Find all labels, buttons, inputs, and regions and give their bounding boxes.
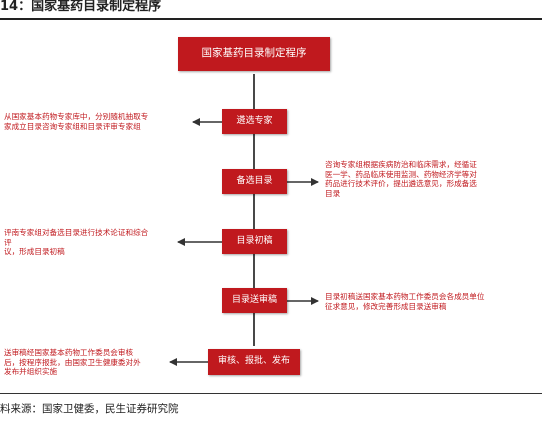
step-label-1: 遴选专家 bbox=[236, 115, 273, 126]
flow-header-label: 国家基药目录制定程序 bbox=[201, 47, 307, 60]
step-label-4: 目录送审稿 bbox=[231, 294, 277, 305]
figure-title: 14：国家基药目录制定程序 bbox=[0, 0, 162, 14]
step-label-3: 目录初稿 bbox=[236, 235, 273, 246]
step-label-2: 备选目录 bbox=[236, 175, 273, 186]
note-first-draft: 评南专家组对备选目录进行技术论证和综合 评 议，形成目录初稿 bbox=[4, 228, 149, 256]
step-box-3: 目录初稿 bbox=[222, 229, 287, 254]
flow-header-box: 国家基药目录制定程序 bbox=[178, 37, 330, 71]
step-box-4: 目录送审稿 bbox=[222, 288, 287, 313]
title-divider bbox=[0, 18, 542, 20]
step-box-5: 审核、报批、发布 bbox=[208, 349, 300, 375]
note-approval-release: 送审稿经国家基本药物工作委员会审核 后，按程序报批，由国家卫生健康委对外 发布并… bbox=[4, 348, 141, 376]
step-label-5: 审核、报批、发布 bbox=[217, 356, 290, 367]
note-select-experts: 从国家基本药物专家库中，分别随机抽取专 家成立目录咨询专家组和目录评审专家组 bbox=[4, 112, 149, 131]
source-note: 料来源：国家卫健委，民生证券研究院 bbox=[0, 403, 179, 415]
step-box-2: 备选目录 bbox=[222, 169, 287, 194]
footer-divider bbox=[0, 393, 542, 394]
note-review-draft: 目录初稿送国家基本药物工作委员会各成员单位 征求意见，修改完善形成目录送审稿 bbox=[325, 292, 485, 311]
note-candidate-list: 咨询专家组根据疾病防治和临床需求，经循证 医一学、药品临床使用监测、药物经济学等… bbox=[325, 160, 477, 198]
step-box-1: 遴选专家 bbox=[222, 109, 287, 134]
